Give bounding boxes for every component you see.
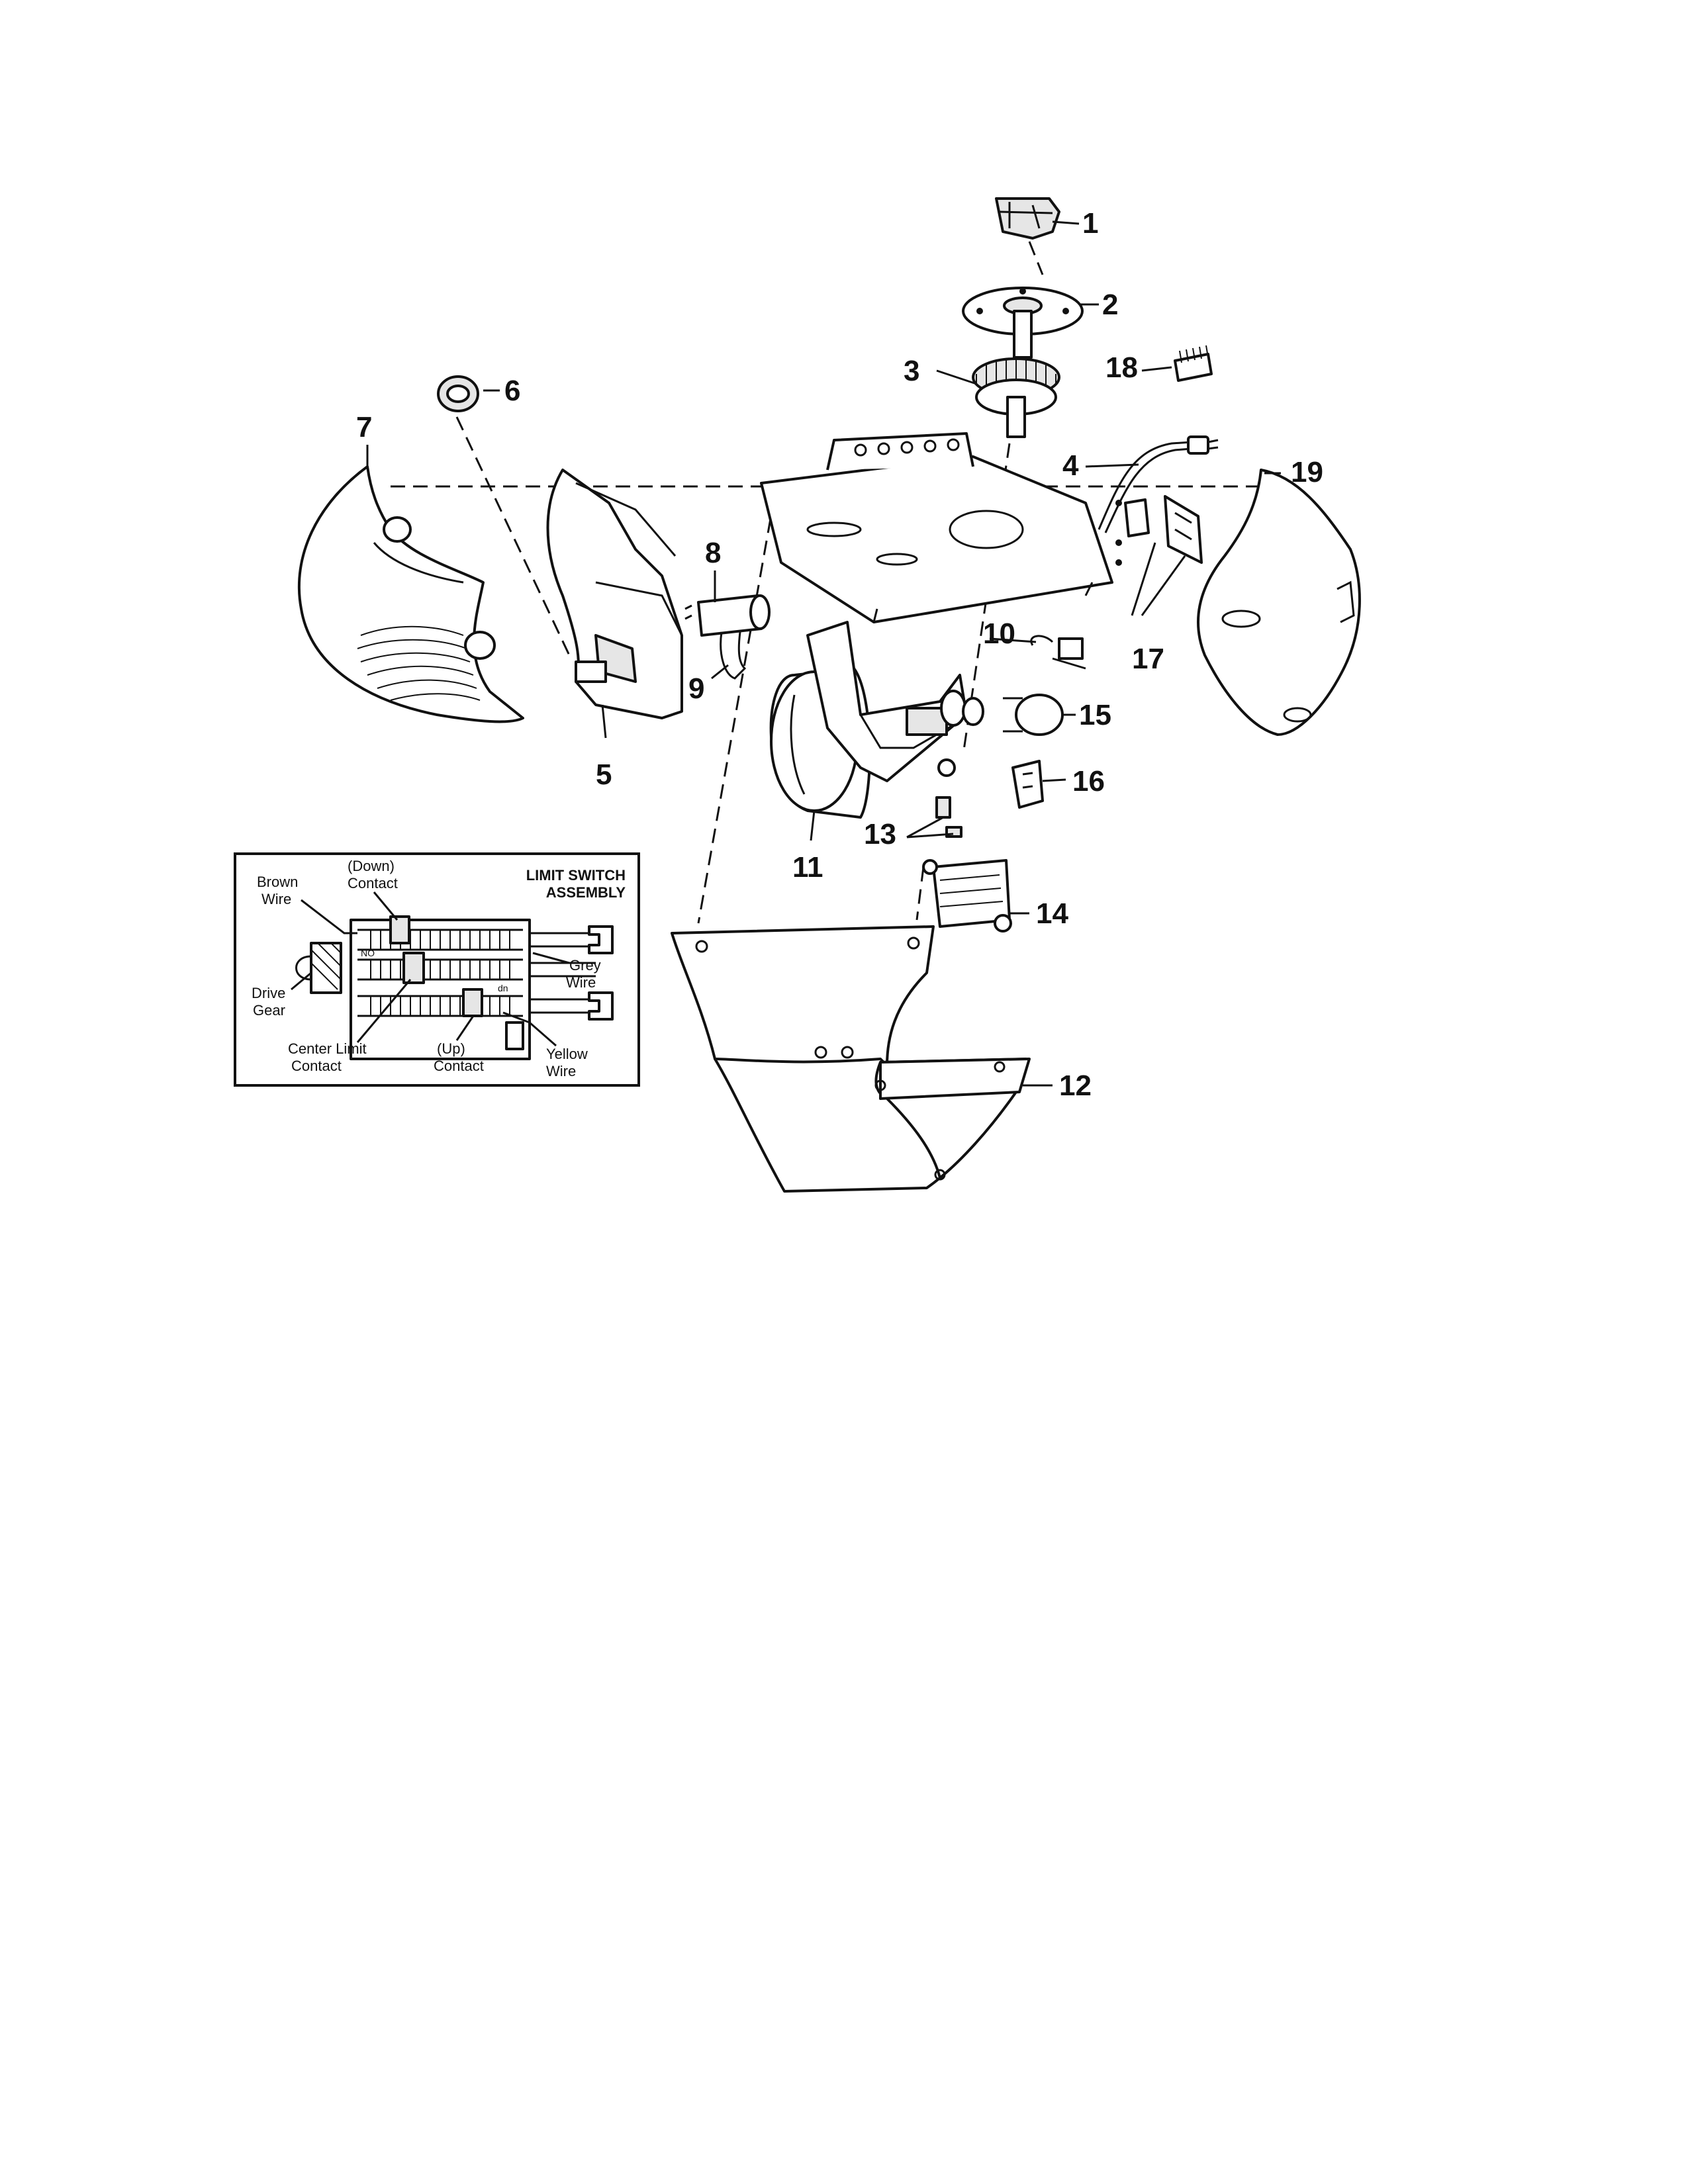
label-grey-wire-1: Grey (569, 957, 601, 974)
part-6-drawing (437, 375, 479, 412)
part-10-drawing (1030, 635, 1086, 670)
limit-switch-inset: LIMIT SWITCH ASSEMBLY NO dn Brown Wire (… (234, 852, 640, 1087)
callout-10: 10 (983, 617, 1015, 650)
part-11-drawing (769, 621, 984, 819)
part-18-drawing (1174, 345, 1213, 382)
part-15-drawing (1003, 694, 1064, 736)
callout-6: 6 (504, 375, 520, 407)
part-19-drawing (1197, 469, 1361, 736)
label-center-limit-2: Contact (291, 1058, 342, 1074)
part-9-drawing (720, 631, 747, 680)
part-14-drawing (922, 859, 1012, 933)
callout-7: 7 (356, 411, 372, 443)
callout-3: 3 (904, 355, 919, 387)
label-yellow-wire-1: Yellow (546, 1046, 588, 1062)
callout-8: 8 (705, 537, 721, 569)
part-callouts: 1 2 3 4 5 6 7 8 9 10 11 12 13 14 15 16 1… (356, 207, 1323, 1102)
part-13-drawing (935, 796, 962, 838)
chassis-plate-drawing (760, 432, 1113, 623)
part-8-drawing (684, 594, 771, 637)
inset-title-line2: ASSEMBLY (546, 884, 626, 901)
callout-16: 16 (1072, 765, 1105, 797)
callout-14: 14 (1036, 897, 1068, 930)
callout-18: 18 (1105, 351, 1138, 384)
label-yellow-wire-2: Wire (546, 1063, 576, 1079)
callout-13: 13 (864, 818, 896, 850)
label-down-contact-1: (Down) (348, 858, 395, 874)
callout-9: 9 (688, 672, 704, 705)
part-3-drawing (972, 357, 1060, 438)
part-12-drawing (671, 925, 1031, 1193)
callout-11: 11 (792, 851, 823, 884)
part-4-drawing (1098, 435, 1219, 533)
label-center-limit-1: Center Limit (288, 1040, 367, 1057)
label-drive-gear-1: Drive (252, 985, 285, 1001)
callout-19: 19 (1291, 456, 1323, 488)
label-drive-gear-2: Gear (253, 1002, 285, 1019)
callout-15: 15 (1079, 699, 1111, 731)
callout-12: 12 (1059, 1069, 1092, 1102)
inset-mark-dn: dn (498, 983, 508, 993)
leader-lines (366, 220, 1281, 1087)
part-17-drawing (1115, 495, 1203, 566)
part-1-drawing (995, 197, 1060, 240)
callout-2: 2 (1102, 289, 1118, 321)
inset-mark-no: NO (361, 948, 375, 958)
part-7-drawing (297, 465, 524, 723)
label-brown-wire-2: Wire (261, 891, 291, 907)
inset-title-line1: LIMIT SWITCH (526, 867, 626, 884)
label-up-contact-2: Contact (434, 1058, 484, 1074)
callout-5: 5 (596, 758, 612, 791)
label-grey-wire-2: Wire (566, 974, 596, 991)
callout-17: 17 (1132, 643, 1164, 675)
label-down-contact-2: Contact (348, 875, 398, 891)
callout-1: 1 (1082, 207, 1098, 240)
callout-4: 4 (1062, 449, 1079, 482)
part-2-drawing (962, 287, 1084, 359)
label-up-contact-1: (Up) (437, 1040, 465, 1057)
label-brown-wire-1: Brown (257, 874, 298, 890)
part-16-drawing (1011, 760, 1044, 809)
part-5-drawing (546, 469, 683, 719)
